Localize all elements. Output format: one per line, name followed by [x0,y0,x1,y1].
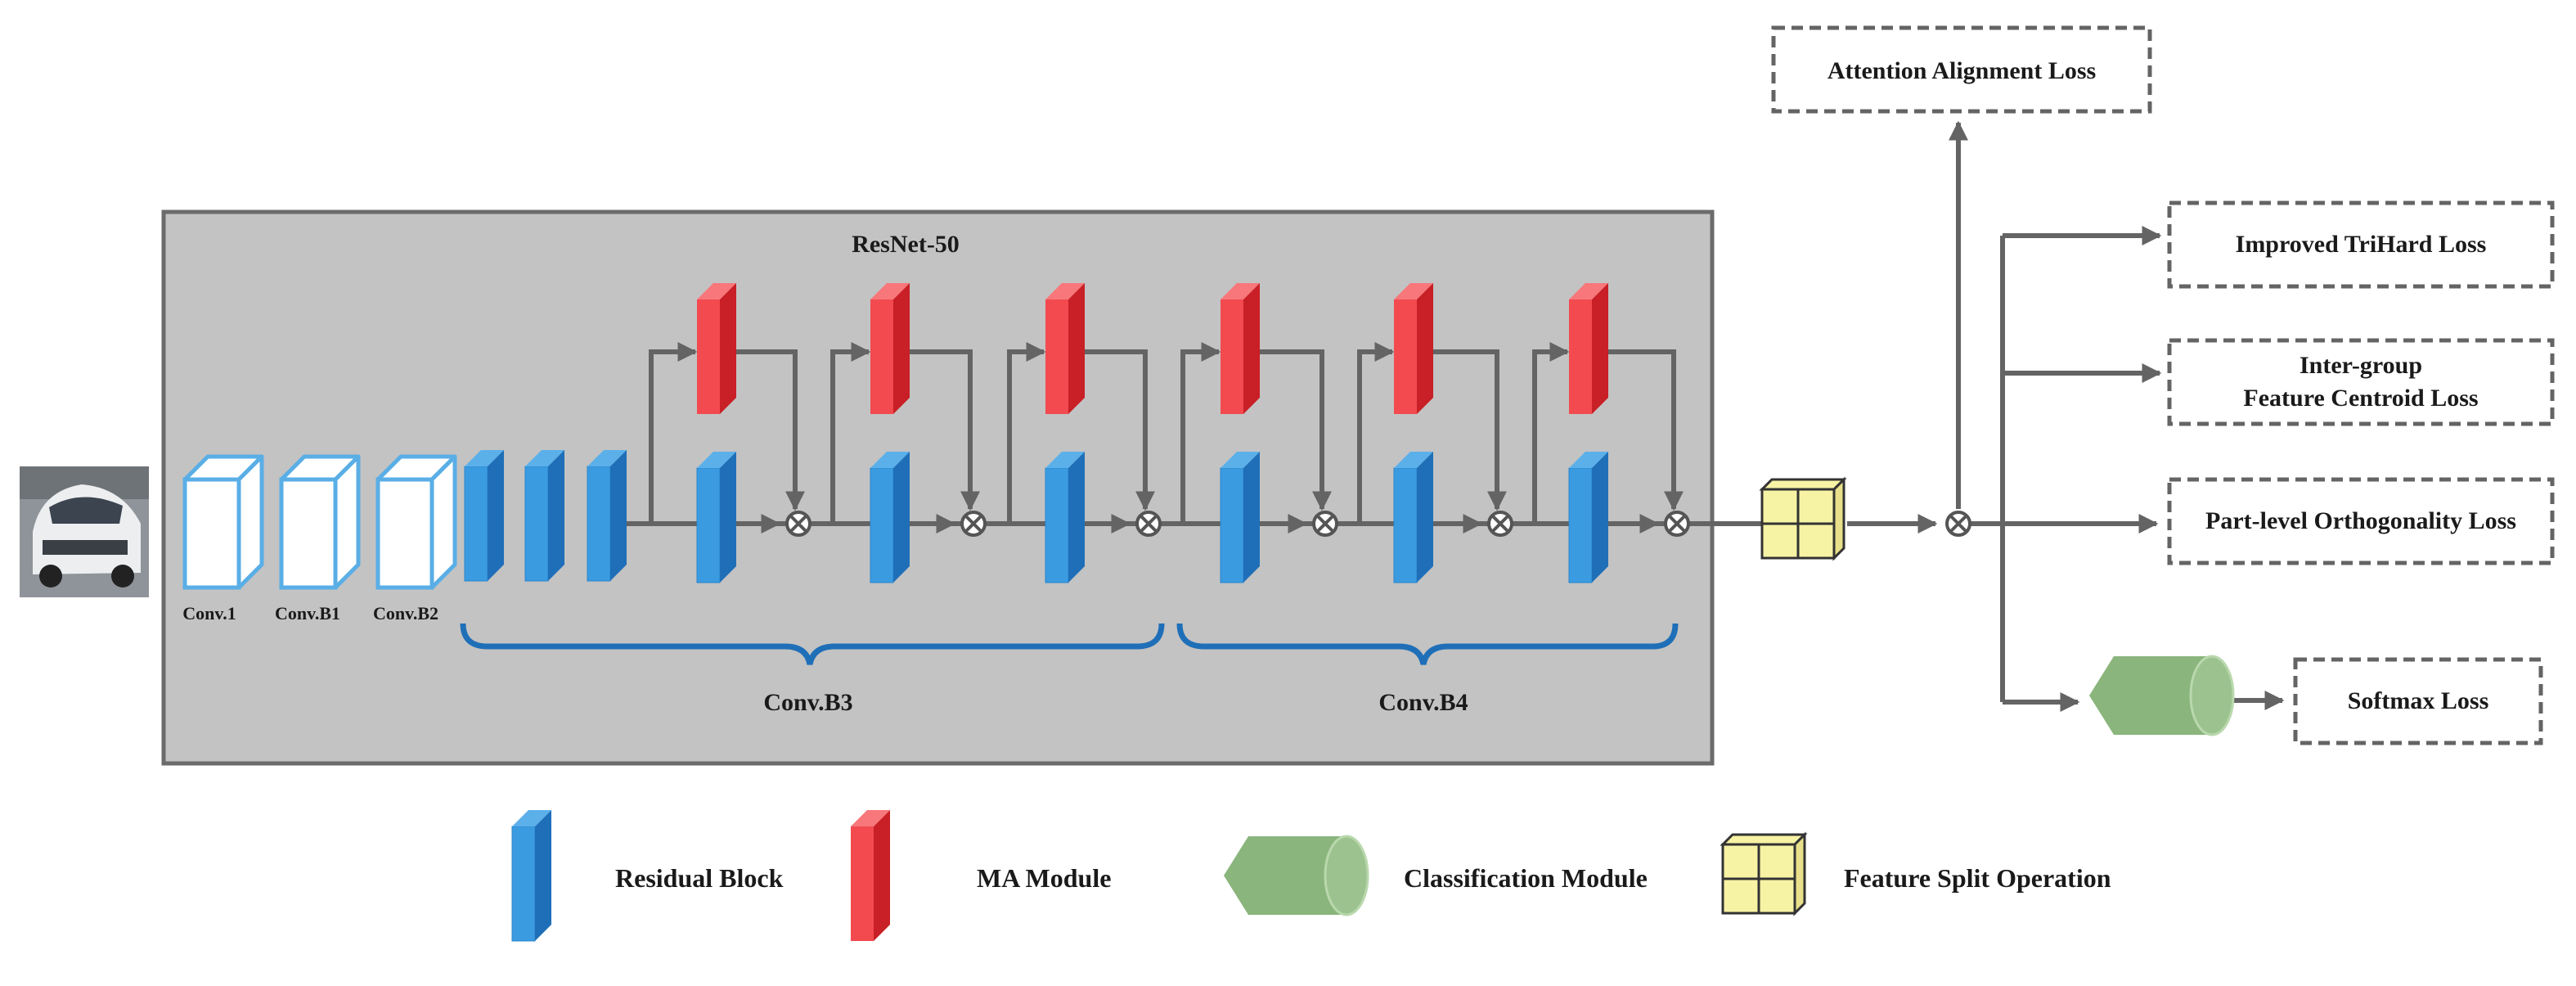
residual-block [524,449,565,582]
conv-b4-label: Conv.B4 [1378,689,1468,716]
attention-loss-label: Attention Alignment Loss [1827,57,2096,84]
multiply-operator-icon [1312,511,1338,537]
legend-residual-label: Residual Block [615,863,784,893]
residual-block [1045,451,1086,583]
legend-classification-label: Classification Module [1404,863,1648,893]
residual-block [696,451,737,583]
intergroup-loss-label-line2: Feature Centroid Loss [2243,385,2478,412]
orthogonality-loss-box [2167,477,2555,565]
ma-module [1394,283,1433,414]
conv-b1-block [281,457,358,588]
softmax-loss-label: Softmax Loss [2348,687,2489,714]
legend-classification-icon [1222,835,1369,916]
legend-ma-icon [851,810,890,941]
intergroup-loss-label-line1: Inter-group [2300,352,2422,379]
multiply-operator-icon [1664,511,1690,537]
multiply-operator-icon [1135,511,1162,537]
conv-b1-label: Conv.B1 [275,603,340,624]
conv-b2-label: Conv.B2 [373,603,438,624]
resnet-title: ResNet-50 [852,231,960,258]
legend-split-label: Feature Split Operation [1844,863,2111,893]
attention-loss-box [1771,25,2152,114]
loss-arrows [1847,120,2285,712]
trihard-loss-label: Improved TriHard Loss [2236,231,2487,258]
conv1-block [185,457,262,588]
legend-residual-icon [511,809,552,942]
legend-split-icon [1721,833,1806,915]
trihard-loss-box [2167,200,2555,289]
residual-block [587,449,627,582]
residual-block [870,451,910,583]
residual-block [1220,451,1261,583]
attention-units [649,342,1684,534]
orthogonality-loss-label: Part-level Orthogonality Loss [2205,507,2516,534]
ma-module [1569,283,1608,414]
conv-b3-label: Conv.B3 [763,689,852,716]
ma-module [1045,283,1085,414]
ma-module [1221,283,1260,414]
conv-b3-brace [460,623,1165,665]
softmax-loss-box [2293,657,2543,745]
residual-block [1568,451,1609,583]
residual-block [464,449,505,582]
input-vehicle-image [20,466,149,597]
legend-ma-label: MA Module [977,863,1111,893]
ma-module [697,283,736,414]
ma-module [870,283,910,414]
conv1-label: Conv.1 [182,603,236,624]
residual-block [1393,451,1434,583]
classification-module-icon [2088,655,2235,736]
multiply-operator-icon [1945,511,1971,537]
feature-split-icon [1760,478,1845,560]
conv-b2-block [378,457,455,588]
multiply-operator-icon [960,511,987,537]
multiply-operator-icon [1487,511,1513,537]
conv-b4-brace [1176,623,1679,665]
intergroup-loss-box [2167,338,2555,426]
multiply-operator-icon [785,511,811,537]
